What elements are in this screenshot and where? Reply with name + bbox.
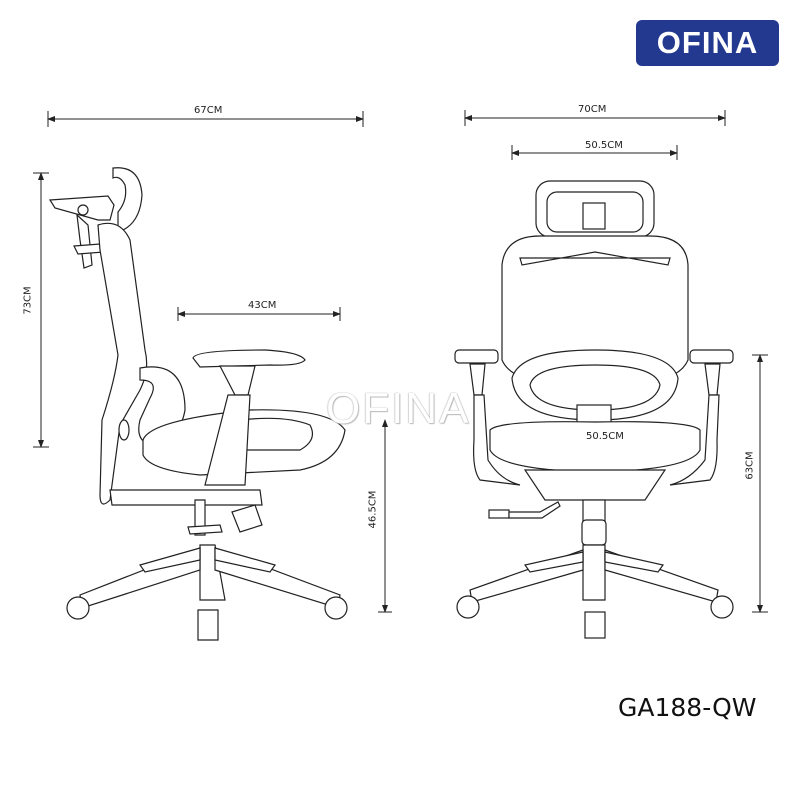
dim-line-73cm <box>33 172 49 448</box>
side-view-chair <box>48 167 348 641</box>
front-view-chair <box>454 180 734 639</box>
dim-line-43cm <box>177 307 341 321</box>
brand-logo-badge: OFINA <box>636 20 779 66</box>
label-overall-width: 70CM <box>578 104 607 115</box>
label-seat-width: 50.5CM <box>586 431 624 442</box>
label-seat-height: 46.5CM <box>367 490 379 529</box>
dim-line-50-5cm-top <box>511 145 678 160</box>
label-back-height: 73CM <box>22 286 34 315</box>
model-number: GA188-QW <box>618 693 757 722</box>
dim-line-63cm <box>752 354 768 613</box>
label-armrest-height: 63CM <box>744 451 756 480</box>
watermark-text: OFINA <box>326 384 471 433</box>
label-overall-depth: 67CM <box>194 105 223 116</box>
label-headrest-width: 50.5CM <box>585 140 623 151</box>
dim-line-46-5cm <box>378 419 392 613</box>
label-seat-depth: 43CM <box>248 300 277 311</box>
dim-line-70cm <box>464 110 726 126</box>
brand-name: OFINA <box>656 25 759 60</box>
dim-line-67cm <box>47 111 364 127</box>
